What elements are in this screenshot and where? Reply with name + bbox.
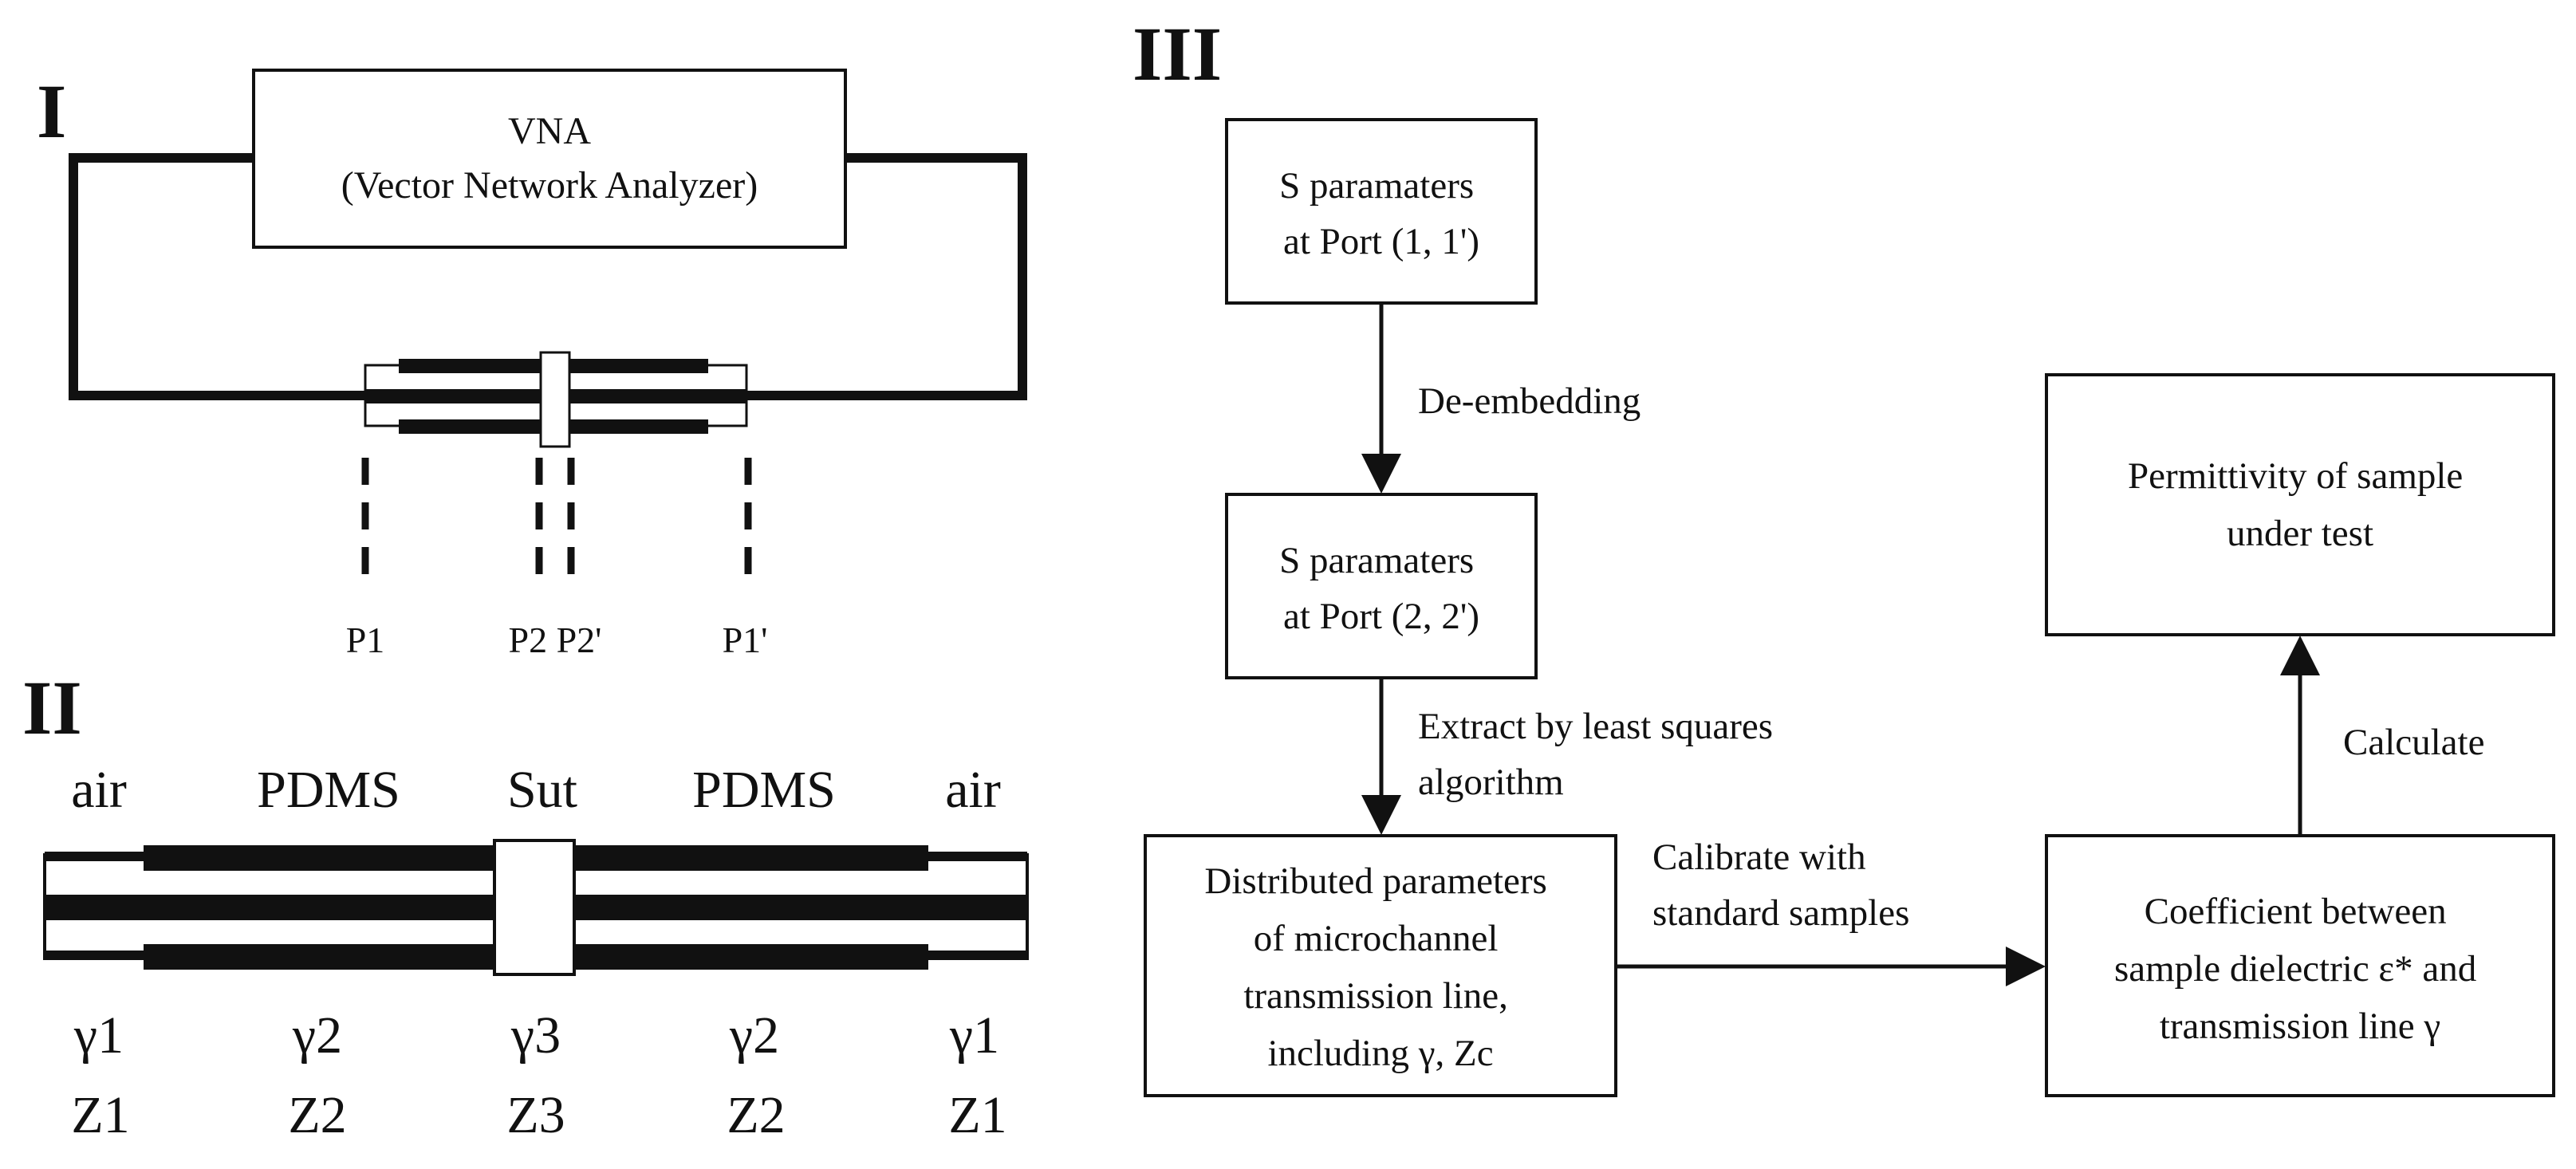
transmission-line-small — [364, 351, 748, 448]
impedance-z2-left: Z2 — [288, 1086, 346, 1144]
impedance-z1-left: Z1 — [71, 1086, 129, 1144]
gamma-3: γ3 — [510, 1006, 561, 1065]
impedance-z1-right: Z1 — [948, 1086, 1006, 1144]
impedance-z3: Z3 — [506, 1086, 565, 1144]
box-coefficient — [2045, 834, 2555, 1097]
edge-label-calibrate: Calibrate with standard samples — [1652, 836, 1909, 934]
port-label-p2: P2 P2' — [509, 620, 602, 660]
gamma-2-right: γ2 — [729, 1006, 779, 1065]
box-distributed-params-text: Distributed parameters of microchannel t… — [1204, 860, 1556, 1074]
box-distributed-params — [1144, 834, 1617, 1097]
vna-subtitle: (Vector Network Analyzer) — [341, 164, 758, 207]
box-s-params-port1 — [1225, 118, 1538, 305]
material-pdms-left: PDMS — [257, 761, 400, 819]
box-s-params-port2-text: S paramaters at Port (2, 2') — [1279, 540, 1483, 637]
impedance-z2-right: Z2 — [727, 1086, 785, 1144]
box-s-params-port1-text: S paramaters at Port (1, 1') — [1279, 165, 1483, 262]
vna-box: VNA (Vector Network Analyzer) — [252, 69, 847, 249]
box-permittivity-text: Permittivity of sample under test — [2128, 455, 2472, 554]
box-coefficient-text: Coefficient between sample dielectric ε*… — [2114, 891, 2486, 1047]
box-s-params-port2 — [1225, 493, 1538, 679]
material-air-left: air — [71, 761, 127, 819]
port-reference-planes — [361, 458, 752, 590]
gamma-1-left: γ1 — [73, 1006, 124, 1065]
material-sut: Sut — [507, 761, 577, 819]
material-air-right: air — [945, 761, 1001, 819]
port-label-p1: P1 — [346, 620, 385, 660]
gamma-1-right: γ1 — [949, 1006, 999, 1065]
edge-label-calculate: Calculate — [2343, 722, 2484, 763]
edge-label-deembedding: De-embedding — [1418, 380, 1641, 422]
vna-title: VNA — [508, 110, 591, 152]
edge-label-extract: Extract by least squares algorithm — [1418, 706, 1782, 803]
panel-label-iii: III — [1132, 11, 1222, 96]
cable-loop — [69, 153, 1027, 400]
box-permittivity — [2045, 373, 2555, 636]
port-label-p1-prime: P1' — [723, 620, 768, 660]
panel-label-ii: II — [22, 665, 82, 750]
transmission-line-large — [43, 839, 1029, 976]
gamma-2-left: γ2 — [292, 1006, 342, 1065]
material-pdms-right: PDMS — [692, 761, 836, 819]
panel-label-i: I — [37, 69, 66, 154]
